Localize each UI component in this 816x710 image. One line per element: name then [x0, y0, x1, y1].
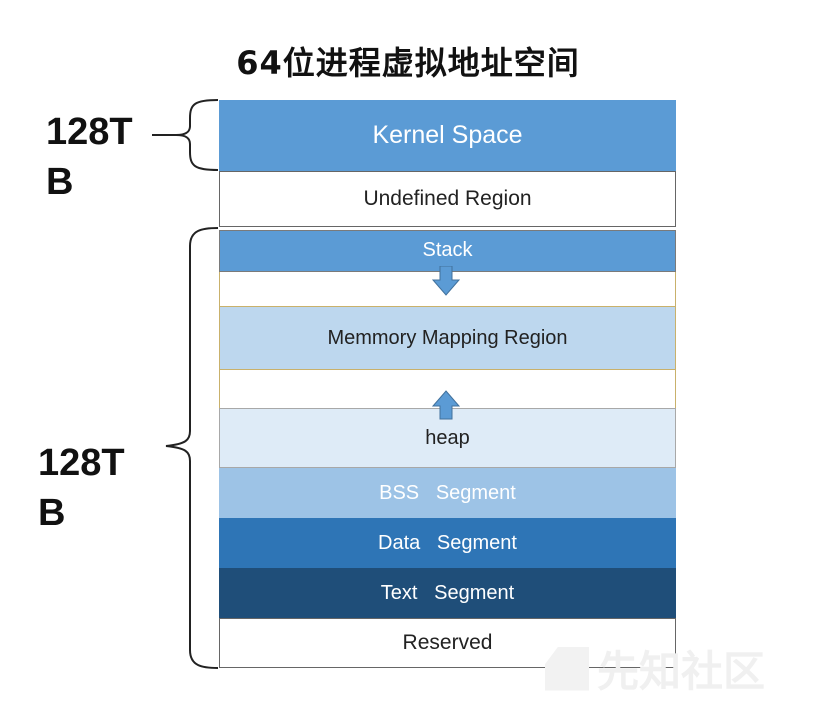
memory-mapping-region: Memmory Mapping Region: [219, 306, 676, 370]
text-segment-region: Text Segment: [219, 568, 676, 618]
kernel-brace: [152, 99, 219, 171]
stack-region: Stack: [219, 230, 676, 272]
watermark-logo-icon: [545, 646, 589, 691]
data-segment-region: Data Segment: [219, 518, 676, 568]
kernel-space-region: Kernel Space: [219, 100, 676, 171]
user-space-brace: [165, 227, 219, 669]
watermark: 先知社区: [545, 638, 765, 699]
kernel-size-label: 128T B: [46, 111, 133, 203]
down-arrow-icon: [432, 266, 460, 296]
bss-segment-region: BSS Segment: [219, 468, 676, 518]
undefined-region: Undefined Region: [219, 171, 676, 227]
user-size-label: 128T B: [38, 442, 125, 534]
watermark-text: 先知社区: [597, 647, 766, 696]
up-arrow-icon: [432, 390, 460, 420]
diagram-title: 64位进程虚拟地址空间: [236, 44, 580, 82]
reserved-region: Reserved: [219, 618, 676, 668]
